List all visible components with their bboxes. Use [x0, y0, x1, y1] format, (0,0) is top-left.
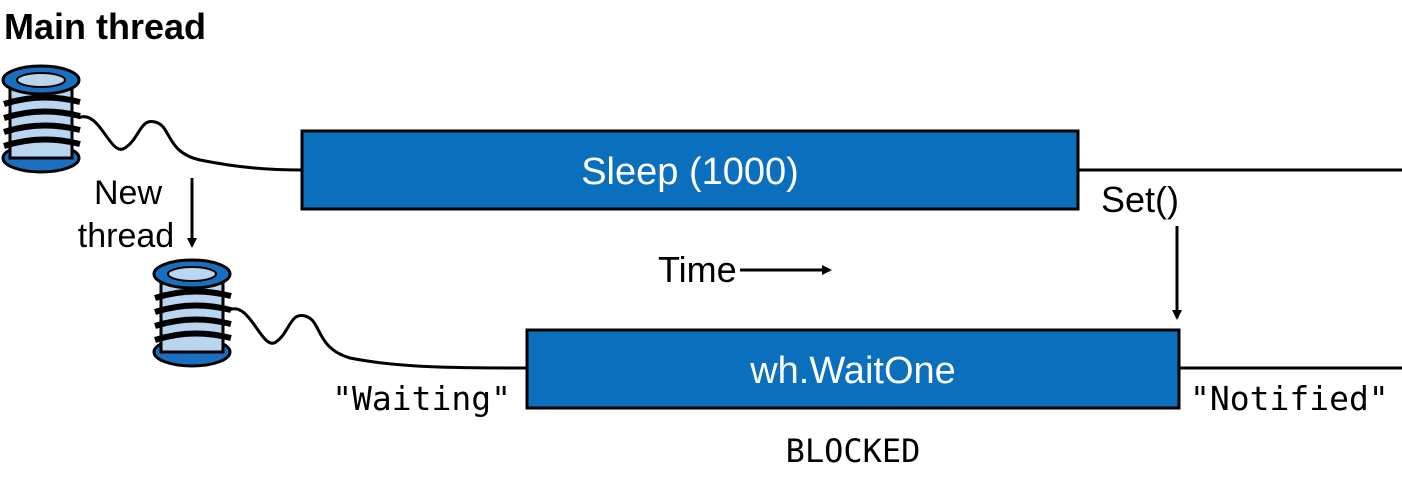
new-thread-label-line2: thread	[78, 217, 174, 255]
blocked-state-label: BLOCKED	[786, 432, 921, 470]
waitone-box	[525, 328, 1181, 410]
set-call-label: Set()	[1101, 179, 1179, 220]
new-thread-label-line1: New	[94, 174, 162, 212]
time-label: Time	[658, 249, 737, 290]
main-thread-line	[77, 115, 303, 172]
new-thread-line	[228, 307, 528, 370]
sleep-box-label: Sleep (1000)	[581, 151, 799, 193]
new-thread-spool-icon	[152, 258, 232, 368]
notified-state-label: "Notified"	[1190, 379, 1389, 418]
sleep-box	[300, 129, 1080, 211]
main-thread-spool-icon	[1, 64, 81, 174]
waiting-state-label: "Waiting"	[332, 379, 511, 418]
waitone-box-label: wh.WaitOne	[749, 350, 956, 392]
main-thread-label: Main thread	[4, 6, 206, 47]
